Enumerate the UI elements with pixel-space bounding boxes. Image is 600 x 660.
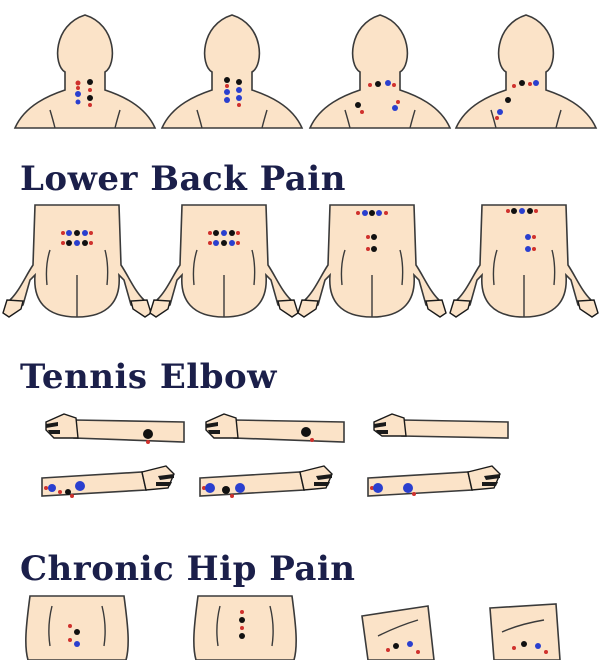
hip-figure-2 — [193, 595, 297, 660]
elbow-figure-5 — [199, 465, 333, 498]
lower-back-pain-title: Lower Back Pain — [20, 159, 346, 199]
neck-figure-4 — [454, 14, 598, 129]
hip-figure-1 — [25, 595, 129, 660]
neck-figure-1 — [13, 14, 157, 129]
elbow-figure-3 — [373, 413, 509, 439]
elbow-figure-2 — [205, 413, 345, 443]
tennis-elbow-title: Tennis Elbow — [20, 357, 277, 397]
neck-figure-2 — [160, 14, 304, 129]
hip-figure-4 — [489, 603, 561, 660]
lower-back-figure-2 — [149, 204, 299, 318]
elbow-figure-1 — [45, 413, 185, 444]
lower-back-figure-4 — [449, 204, 599, 318]
chronic-hip-pain-title: Chronic Hip Pain — [20, 549, 356, 589]
lower-back-figure-1 — [2, 204, 152, 318]
lower-back-figure-3 — [297, 204, 447, 318]
elbow-figure-6 — [367, 465, 501, 497]
neck-figure-3 — [308, 14, 452, 129]
hip-figure-3 — [361, 605, 435, 660]
elbow-figure-4 — [41, 465, 175, 498]
